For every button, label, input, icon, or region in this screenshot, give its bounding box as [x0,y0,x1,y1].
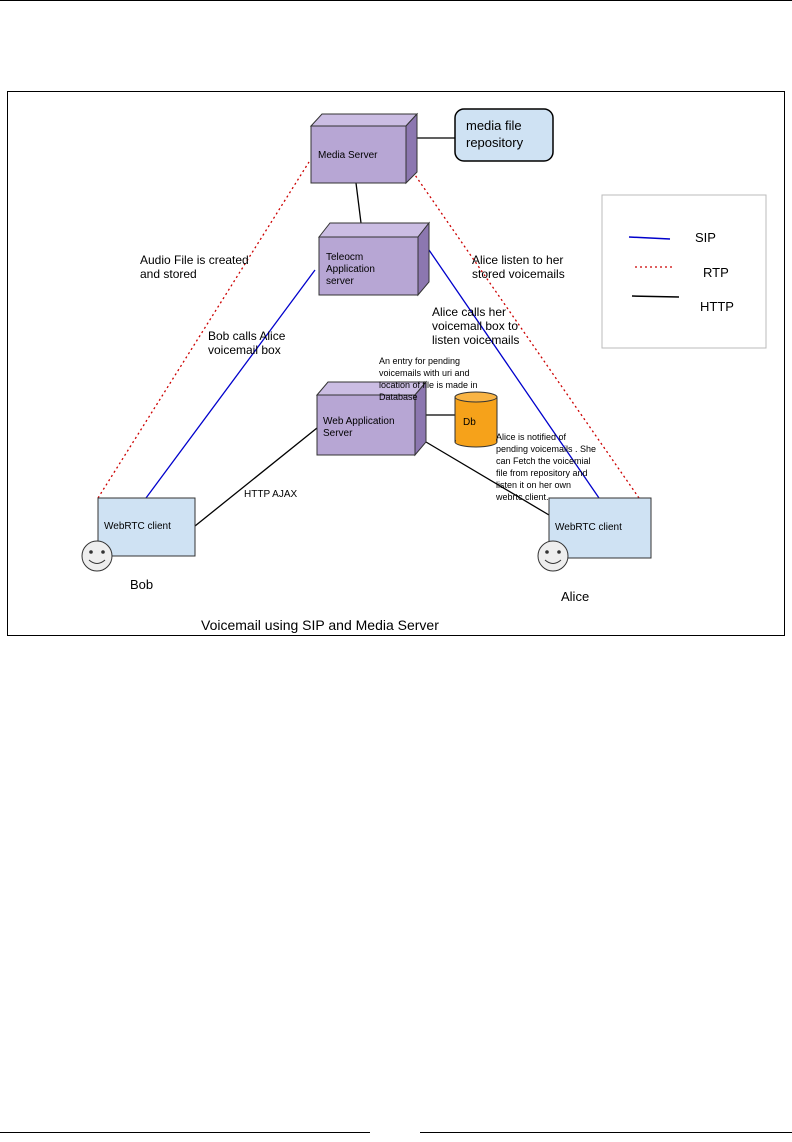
svg-text:media file repository: media file repository [466,118,525,150]
http-line-media-telecom [355,182,362,224]
note-alice-notified-2: pending voicemails . She [496,444,596,454]
note-db-entry-4: Database [379,392,418,402]
sip-line-alice [428,249,600,499]
note-db-entry-1: An entry for pending [379,356,460,366]
note-alice-notified-6: webrtc client. [495,492,549,502]
telecom-server-node: Teleocm Application server [317,221,431,297]
note-alice-calls-3: listen voicemails [432,333,519,347]
http-line-bob-web [194,427,318,527]
media-repository-node: media file repository [454,108,554,162]
web-server-label-2: Server [323,428,353,439]
alice-client-label: WebRTC client [555,522,622,533]
bob-face-icon [81,540,113,572]
note-alice-calls-2: voicemail box to [432,319,518,333]
telecom-label-2: Application [326,264,375,275]
legend-sip-label: SIP [695,230,716,245]
top-rule [0,0,792,1]
telecom-label-1: Teleocm [326,252,363,263]
telecom-label-3: server [326,276,354,287]
svg-text:Audio File is created and: Audio File is created and stored [140,253,252,281]
note-alice-calls-1: Alice calls her [432,305,506,319]
db-label: Db [463,417,476,428]
diagram-caption: Voicemail using SIP and Media Server [201,617,439,633]
footer-rule-right [420,1132,792,1133]
footer-rule-left [0,1132,370,1133]
svg-text:Bob calls Alice voicemail: Bob calls Alice voicemail box [208,329,289,357]
note-audio-file-1: Audio File is created [140,253,249,267]
note-http-ajax: HTTP AJAX [244,489,297,500]
note-alice-notified-5: listen it on her own [496,480,571,490]
note-audio-file-2: and stored [140,267,197,281]
note-alice-notified-3: can Fetch the voicemial [496,456,591,466]
alice-face-icon [537,540,569,572]
media-repo-label-1: media file [466,118,522,133]
svg-text:Alice listen to her stored: Alice listen to her stored voicemails [472,253,567,281]
database-node: Db [454,391,498,448]
legend-rtp-label: RTP [703,265,729,280]
svg-text:Alice calls her voicemail: Alice calls her voicemail box to listen … [432,305,521,347]
svg-text:Teleocm Application: Teleocm Application server [326,252,378,287]
web-app-server-node: Web Application Server [315,380,428,457]
legend-http-label: HTTP [700,299,734,314]
note-alice-listen-1: Alice listen to her [472,253,563,267]
legend-sip-swatch [628,236,671,240]
note-alice-notified-1: Alice is notified of [496,432,567,442]
media-repo-label-2: repository [466,135,524,150]
note-bob-calls-2: voicemail box [208,343,281,357]
note-db-entry-3: location of file is made in [379,380,478,390]
note-bob-calls-1: Bob calls Alice [208,329,286,343]
sip-line-bob [145,269,316,499]
bob-client-label: WebRTC client [104,521,171,532]
legend-http-swatch [631,295,680,298]
note-alice-notified-4: file from repository and [496,468,588,478]
bob-name: Bob [130,577,153,592]
media-server-node: Media Server [309,112,419,185]
alice-name: Alice [561,589,589,604]
media-server-label: Media Server [318,150,378,161]
figure-frame: Media Server media file repository Teleo… [7,91,785,636]
http-line-web-alice [425,441,550,516]
note-alice-listen-2: stored voicemails [472,267,565,281]
note-db-entry-2: voicemails with uri and [379,368,470,378]
rtp-line-alice [405,161,640,499]
web-server-label-1: Web Application [323,416,395,427]
bob-client-node: WebRTC client [97,497,196,557]
legend: SIP RTP HTTP [601,194,767,349]
svg-text:Alice is notified of pendi: Alice is notified of pending voicemails … [495,432,599,502]
voicemail-diagram: Media Server media file repository Teleo… [81,108,767,633]
svg-text:Web Application Server: Web Application Server [323,416,397,439]
rtp-line-bob [97,161,310,499]
svg-text:An entry for pending voice: An entry for pending voicemails with uri… [379,356,480,402]
